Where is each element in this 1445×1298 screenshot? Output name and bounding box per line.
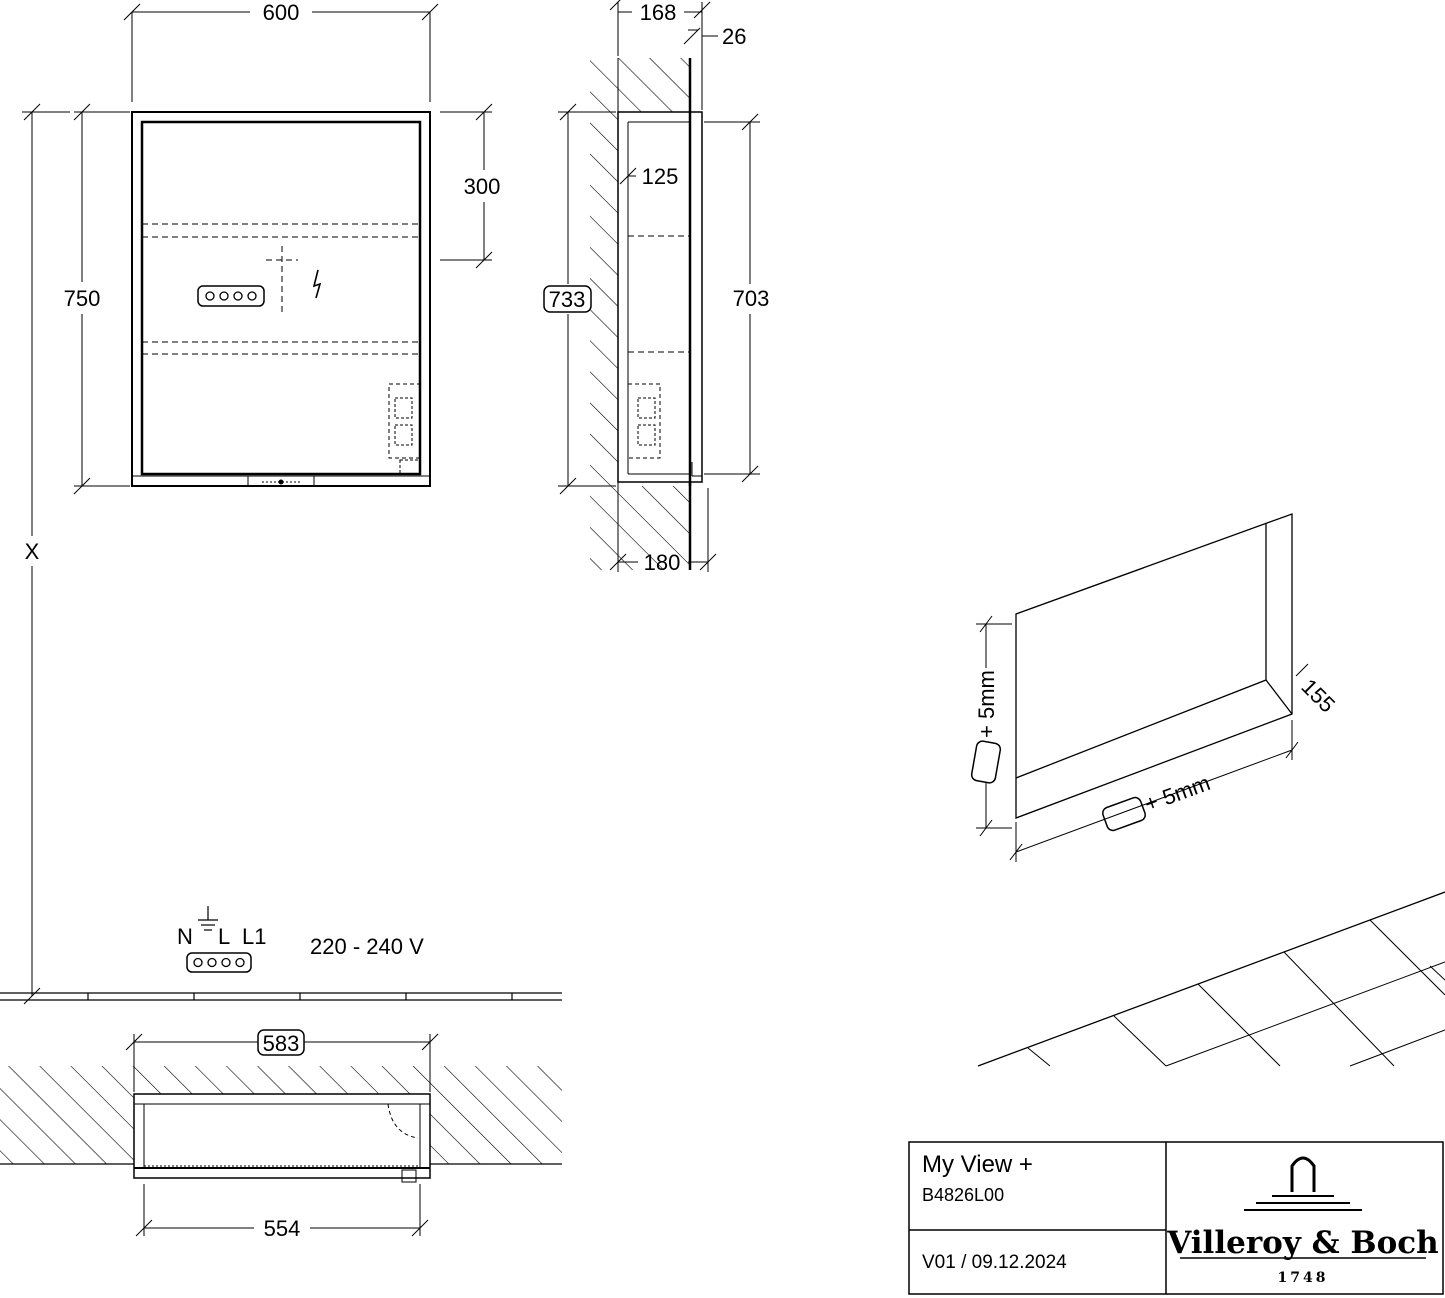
product-name: My View + bbox=[922, 1151, 1033, 1178]
brand-emblem-icon bbox=[1290, 1156, 1316, 1192]
bottom-depth-dimension: 180 bbox=[644, 550, 681, 575]
terminal-l: L bbox=[218, 924, 230, 949]
electrical-connection bbox=[0, 906, 562, 1001]
wall-height-box bbox=[543, 285, 592, 313]
side-view bbox=[543, 0, 760, 572]
width-tolerance-box bbox=[1102, 796, 1146, 832]
terminal-n: N bbox=[177, 924, 193, 949]
mount-height-dimension: X bbox=[25, 539, 40, 564]
total-depth-dimension: 168 bbox=[640, 0, 677, 25]
brand-year: 1748 bbox=[1278, 1270, 1329, 1286]
cabinet-body bbox=[617, 111, 703, 483]
door-depth-dimension: 26 bbox=[722, 24, 746, 49]
inner-height-dimension: 703 bbox=[733, 286, 770, 311]
width-tolerance-label: + 5mm bbox=[1141, 770, 1213, 817]
wall-section bbox=[590, 58, 618, 570]
height-tolerance-label: + 5mm bbox=[974, 670, 999, 738]
height-dimension: 750 bbox=[64, 286, 101, 311]
lightning-icon bbox=[312, 269, 322, 299]
socket-offset-dimension: 300 bbox=[464, 174, 501, 199]
terminal-block bbox=[197, 285, 265, 307]
niche-outline bbox=[1015, 513, 1293, 819]
shelf-depth-dimension: 125 bbox=[642, 164, 679, 189]
front-view bbox=[22, 3, 493, 1005]
wall-height-dimension: 733 bbox=[549, 287, 586, 312]
terminal-l1: L1 bbox=[242, 924, 266, 949]
brand-logo-text: Villeroy & Boch bbox=[1166, 1225, 1438, 1261]
voltage-label: 220 - 240 V bbox=[310, 934, 424, 959]
mirror-door bbox=[140, 120, 422, 476]
top-view bbox=[0, 1029, 562, 1237]
article-number: B4826L00 bbox=[922, 1185, 1004, 1205]
height-tolerance-box bbox=[970, 740, 1002, 784]
width-dimension: 600 bbox=[263, 0, 300, 25]
version-date: V01 / 09.12.2024 bbox=[922, 1252, 1067, 1273]
recess-width-dimension: 583 bbox=[263, 1031, 300, 1056]
title-block bbox=[908, 1141, 1444, 1295]
niche-isometric bbox=[970, 513, 1309, 862]
recess-width-box bbox=[257, 1029, 305, 1056]
socket-module bbox=[388, 383, 421, 459]
mains-terminal-block bbox=[186, 952, 252, 973]
niche-depth-label: 155 bbox=[1296, 674, 1340, 718]
door-swing bbox=[387, 1103, 419, 1139]
inner-width-dimension: 554 bbox=[264, 1216, 301, 1241]
floor-isometric bbox=[977, 891, 1445, 1067]
cabinet-outline bbox=[131, 111, 431, 487]
cabinet-top bbox=[133, 1093, 431, 1179]
